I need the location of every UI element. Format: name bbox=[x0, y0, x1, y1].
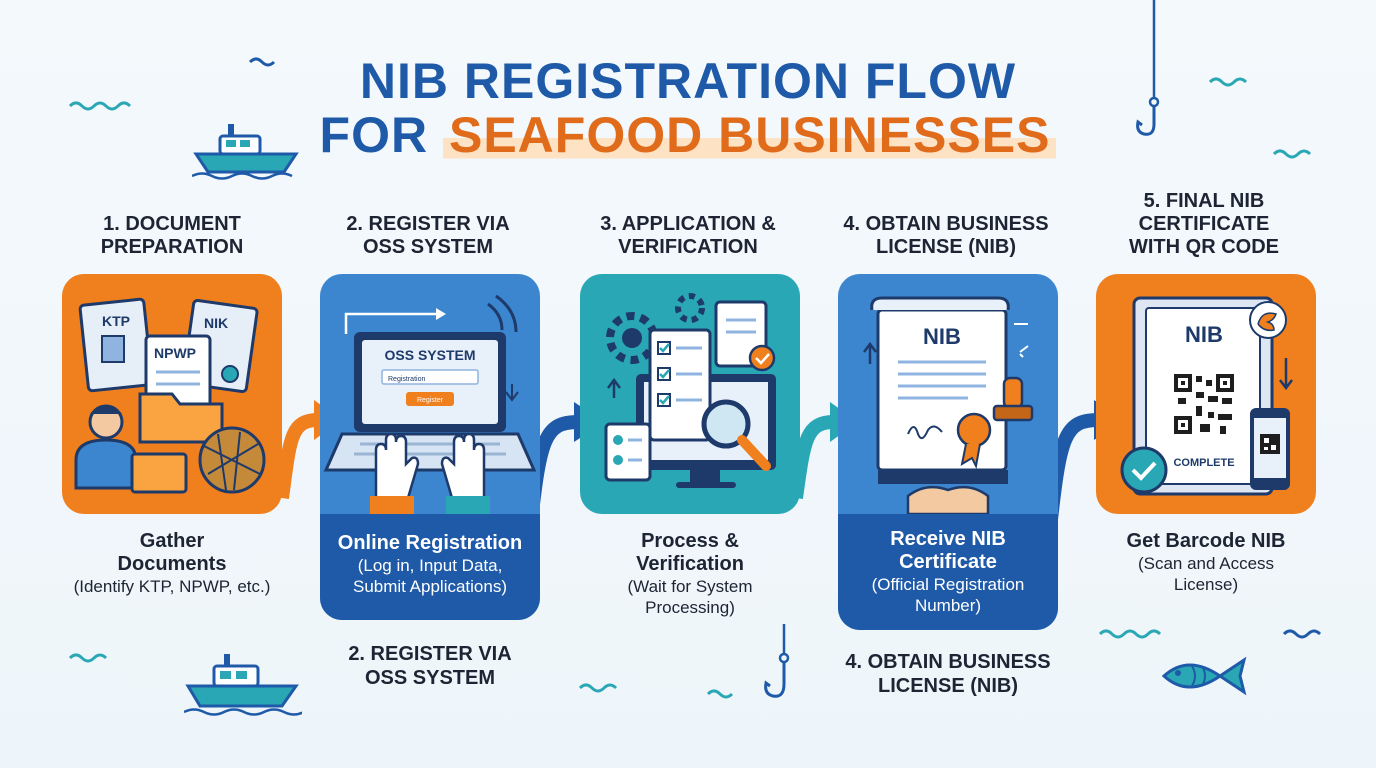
wave-icon bbox=[1282, 629, 1322, 639]
step-4-caption: Receive NIB Certificate (Official Regist… bbox=[838, 528, 1058, 616]
wave-icon bbox=[1208, 77, 1248, 87]
step-3-title-line1: 3. APPLICATION & bbox=[600, 213, 776, 235]
step-2-title: 2. REGISTER VIA OSS SYSTEM bbox=[318, 213, 538, 259]
step-3-desc-line2: Verification bbox=[636, 553, 744, 575]
fish-icon bbox=[1161, 656, 1247, 696]
step-5-title-line1: 5. FINAL NIB bbox=[1143, 190, 1265, 212]
documents-illustration: KTP NIK NPWP bbox=[74, 297, 266, 494]
nib-final-label: NIB bbox=[1185, 322, 1223, 347]
wave-icon bbox=[1272, 149, 1312, 159]
wave-icon bbox=[68, 653, 108, 663]
step-3-title: 3. APPLICATION & VERIFICATION bbox=[578, 213, 798, 259]
step-2-caption-main: Online Registration bbox=[337, 532, 523, 554]
nik-label: NIK bbox=[204, 315, 228, 331]
step-4-caption-panel bbox=[838, 514, 1058, 630]
oss-screen-title: OSS SYSTEM bbox=[384, 347, 475, 363]
title-highlight: SEAFOOD BUSINESSES bbox=[442, 107, 1057, 163]
step-4-bottom-line1: 4. OBTAIN BUSINESS bbox=[845, 651, 1051, 673]
certificate-illustration: NIB bbox=[863, 296, 1034, 514]
step-1-title-line2: PREPARATION bbox=[100, 236, 244, 258]
register-button-text: Register bbox=[417, 397, 444, 404]
wave-icon bbox=[248, 57, 276, 67]
step-1-desc-sub: (Identify KTP, NPWP, etc.) bbox=[73, 577, 271, 596]
step-1-title: 1. DOCUMENT PREPARATION bbox=[62, 213, 282, 259]
step-2-bottom-title: 2. REGISTER VIA OSS SYSTEM bbox=[310, 642, 550, 690]
step-3-title-line2: VERIFICATION bbox=[618, 236, 758, 258]
step-5-title: 5. FINAL NIB CERTIFICATE WITH QR CODE bbox=[1094, 190, 1314, 259]
step-4-bottom-line2: LICENSE (NIB) bbox=[878, 675, 1018, 697]
step-2-title-line2: OSS SYSTEM bbox=[362, 236, 494, 258]
step-4-title-line1: 4. OBTAIN BUSINESS bbox=[843, 213, 1049, 235]
title-prefix: FOR bbox=[319, 107, 443, 163]
page-title-line2: FOR SEAFOOD BUSINESSES bbox=[0, 106, 1376, 164]
step-1-card: KTP NIK NPWP bbox=[62, 274, 282, 514]
step-1-description: Gather Documents (Identify KTP, NPWP, et… bbox=[52, 530, 292, 597]
step-3-desc-line1: Process & bbox=[641, 530, 739, 552]
step-1-desc-line1: Gather bbox=[139, 530, 205, 552]
fish-hook-icon bbox=[764, 624, 790, 698]
step-5-desc-sub2: License) bbox=[1173, 575, 1239, 594]
step-1-title-line1: 1. DOCUMENT bbox=[103, 213, 241, 235]
registration-field-text: Registration bbox=[388, 376, 425, 383]
step-3-desc-sub1: (Wait for System bbox=[627, 577, 753, 596]
step-5-description: Get Barcode NIB (Scan and Access License… bbox=[1086, 530, 1326, 595]
step-4-title: 4. OBTAIN BUSINESS LICENSE (NIB) bbox=[836, 213, 1056, 259]
ktp-label: KTP bbox=[102, 313, 130, 329]
step-4-caption-main2: Certificate bbox=[899, 551, 997, 573]
boat-icon bbox=[184, 654, 302, 716]
wave-icon bbox=[578, 683, 618, 693]
step-4-caption-sub1: (Official Registration bbox=[871, 575, 1025, 594]
verification-illustration bbox=[604, 293, 776, 488]
qr-certificate-illustration: NIB COMPLETE bbox=[1120, 296, 1293, 496]
step-4-caption-sub2: Number) bbox=[914, 596, 982, 615]
step-5-desc-line1: Get Barcode NIB bbox=[1126, 530, 1286, 552]
step-2-caption-panel bbox=[320, 514, 540, 620]
step-5-title-line3: WITH QR CODE bbox=[1129, 236, 1279, 258]
step-2-bottom-line2: OSS SYSTEM bbox=[364, 667, 496, 689]
step-2-caption: Online Registration (Log in, Input Data,… bbox=[320, 532, 540, 597]
wave-icon bbox=[1098, 629, 1162, 639]
step-3-description: Process & Verification (Wait for System … bbox=[570, 530, 810, 618]
qr-code-icon bbox=[1172, 372, 1236, 436]
step-4-bottom-title: 4. OBTAIN BUSINESS LICENSE (NIB) bbox=[828, 650, 1068, 698]
step-4-card: NIB Receive NIB Certificate (Official Re… bbox=[838, 274, 1058, 630]
nib-certificate-label: NIB bbox=[923, 324, 961, 349]
step-2-bottom-line1: 2. REGISTER VIA bbox=[348, 643, 512, 665]
step-5-desc-sub1: (Scan and Access bbox=[1137, 554, 1275, 573]
step-2-caption-sub1: (Log in, Input Data, bbox=[357, 556, 503, 575]
step-5-card: NIB COMPLETE bbox=[1096, 274, 1316, 514]
step-3-card bbox=[580, 274, 800, 514]
npwp-label: NPWP bbox=[154, 345, 196, 361]
step-1-desc-line2: Documents bbox=[117, 553, 227, 575]
complete-label: COMPLETE bbox=[1173, 457, 1234, 469]
boat-icon bbox=[192, 124, 299, 180]
step-4-caption-main1: Receive NIB bbox=[890, 528, 1006, 550]
step-5-title-line2: CERTIFICATE bbox=[1138, 213, 1270, 235]
step-2-card: OSS SYSTEM Registration Register Online … bbox=[320, 274, 540, 620]
step-4-title-line2: LICENSE (NIB) bbox=[876, 236, 1016, 258]
page-title-line1: NIB REGISTRATION FLOW bbox=[359, 53, 1017, 109]
step-2-title-line1: 2. REGISTER VIA bbox=[346, 213, 510, 235]
laptop-illustration: OSS SYSTEM Registration Register bbox=[323, 294, 537, 514]
step-3-desc-sub2: Processing) bbox=[645, 598, 735, 617]
fish-hook-icon bbox=[1136, 0, 1160, 136]
check-icon bbox=[1120, 446, 1168, 494]
wave-icon bbox=[68, 101, 132, 111]
wave-icon bbox=[706, 689, 734, 699]
step-2-caption-sub2: Submit Applications) bbox=[352, 577, 508, 596]
